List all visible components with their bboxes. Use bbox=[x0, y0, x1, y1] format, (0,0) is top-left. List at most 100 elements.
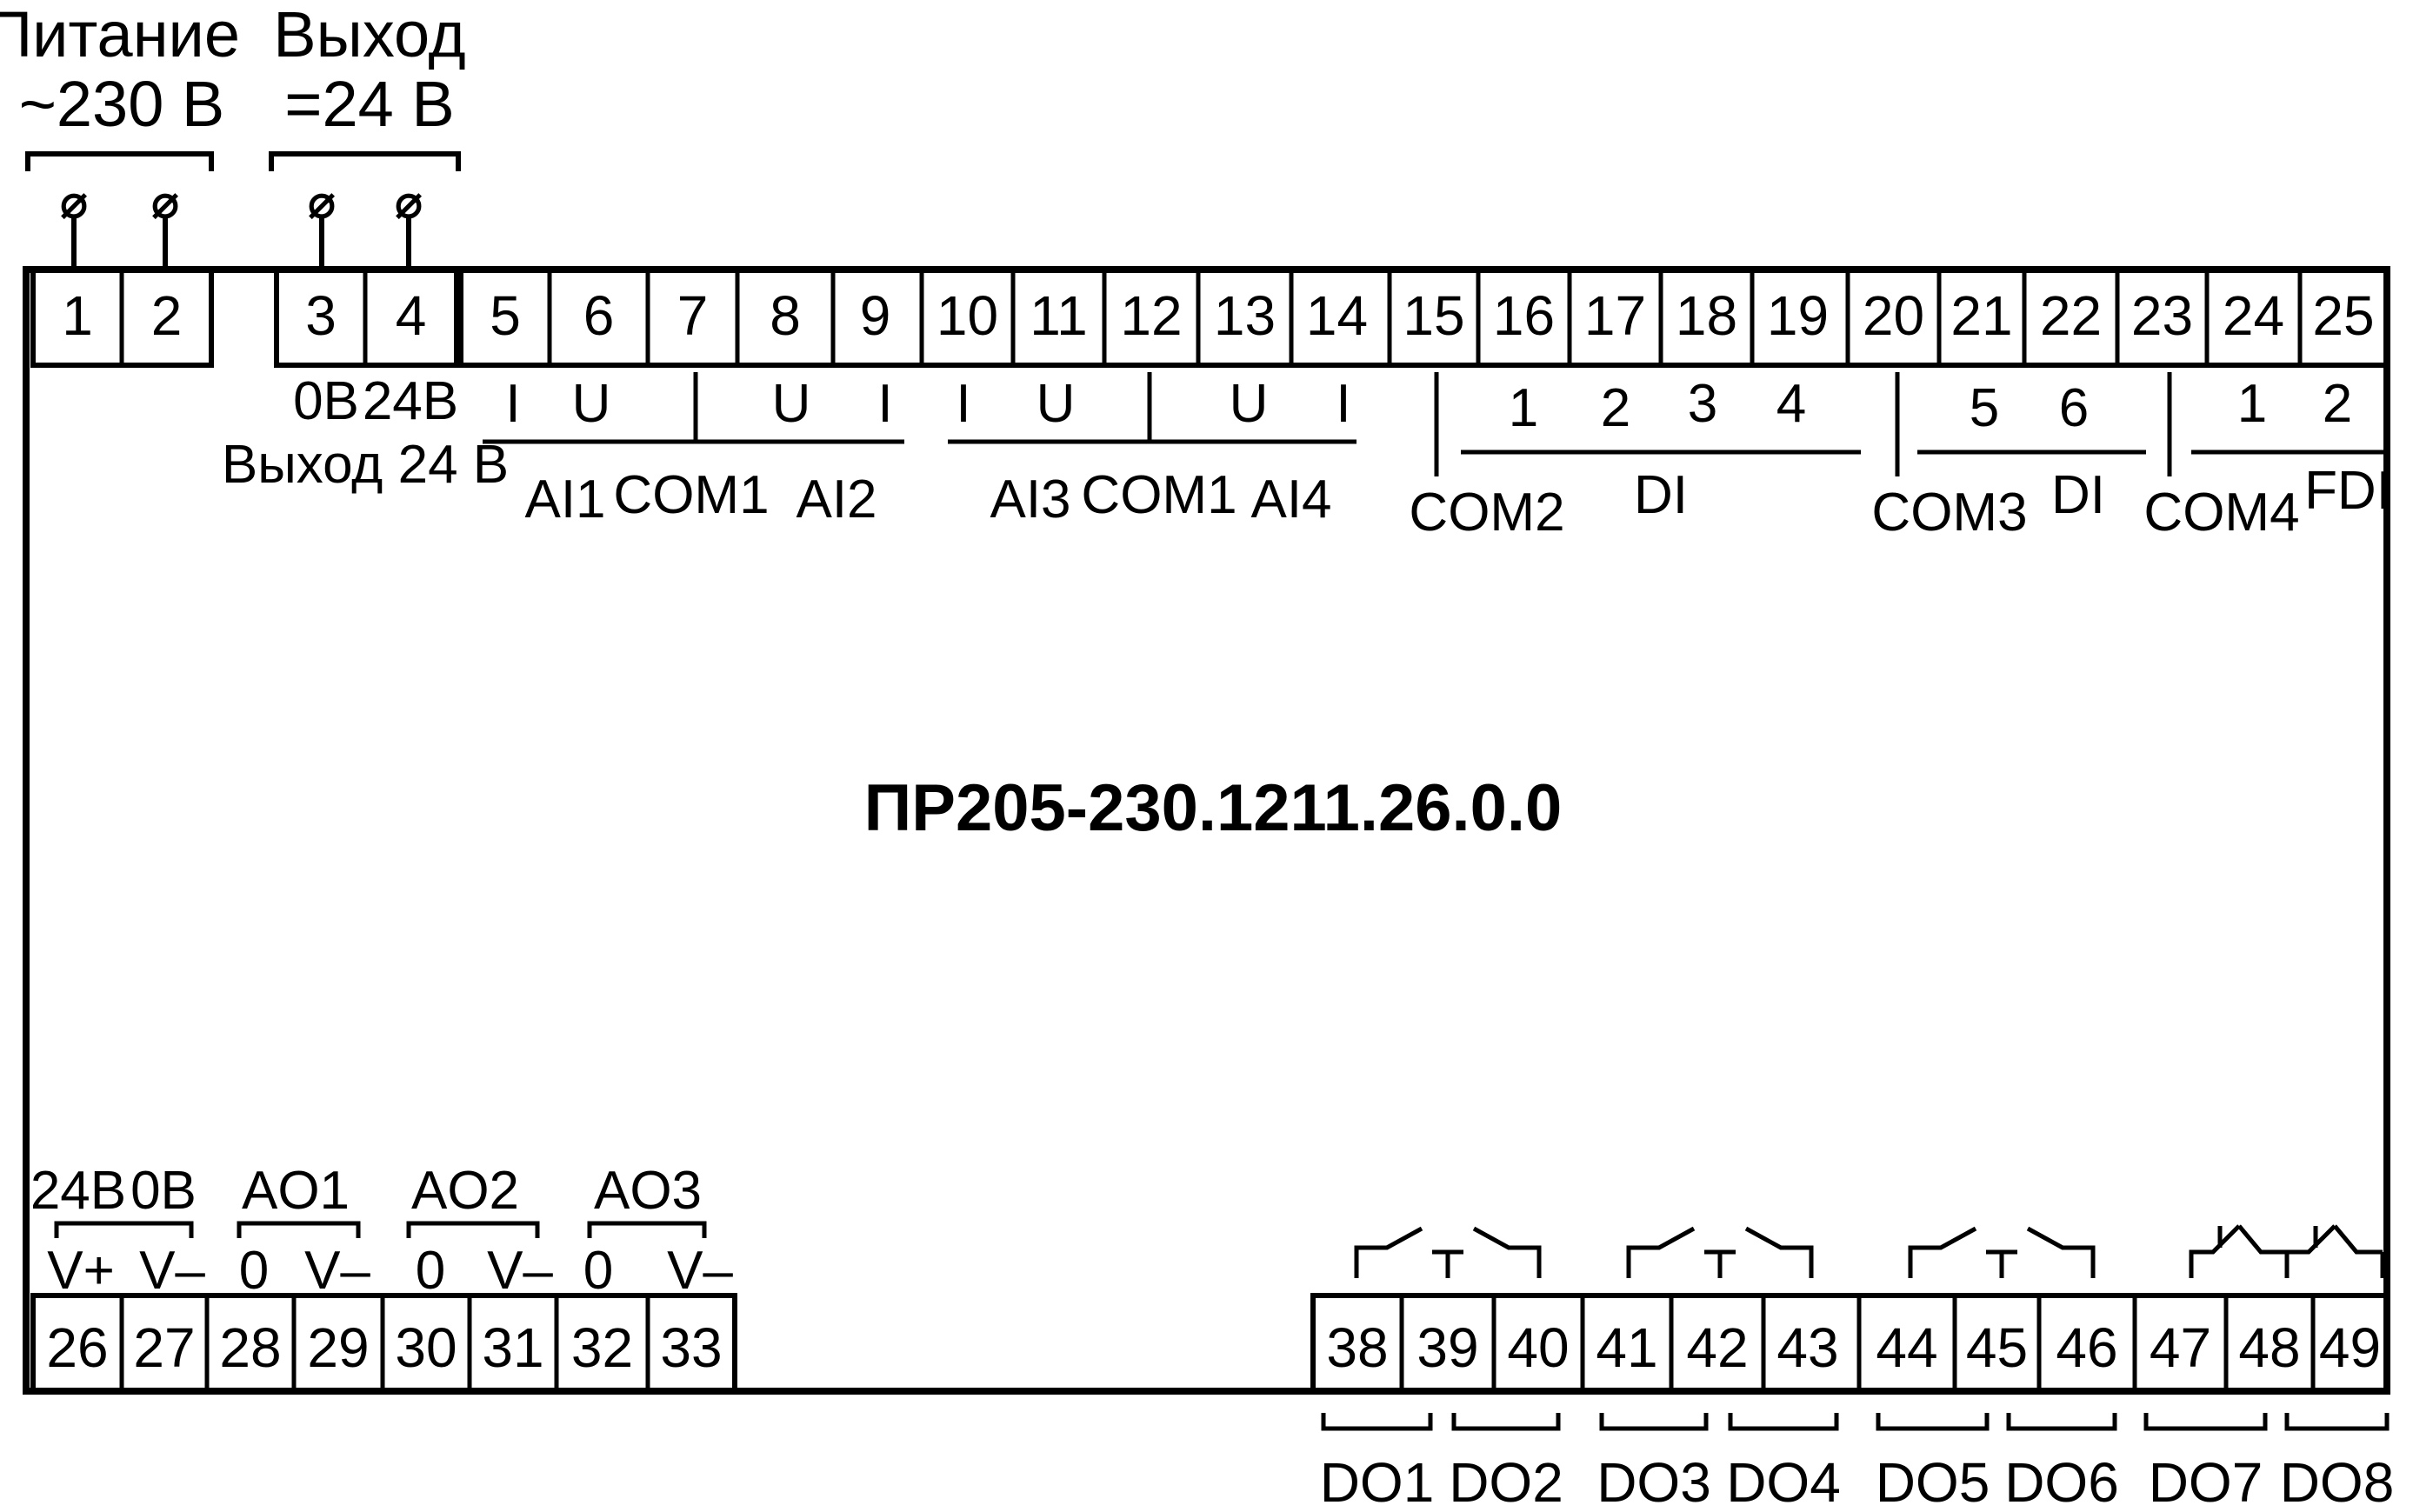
relay-symbols bbox=[1354, 1224, 2385, 1278]
terminal-number: 12 bbox=[1120, 284, 1182, 347]
terminal-number: 49 bbox=[2319, 1316, 2381, 1379]
do-label: DO5 bbox=[1876, 1451, 1990, 1512]
terminal-number: 27 bbox=[133, 1316, 195, 1379]
di-group1-lines bbox=[1434, 372, 1861, 476]
terminal-number: 25 bbox=[2312, 284, 2374, 347]
terminal-number: 20 bbox=[1863, 284, 1924, 347]
com4-label: COM4 bbox=[2143, 483, 2299, 543]
ai1-pin-u: U bbox=[572, 374, 611, 434]
terminal-number: 15 bbox=[1403, 284, 1464, 347]
ai3-pin-i: I bbox=[956, 374, 970, 434]
do-label: DO6 bbox=[2004, 1451, 2119, 1512]
power-connector bbox=[25, 151, 461, 271]
do-bracket bbox=[2284, 1413, 2390, 1431]
terminal-number: 43 bbox=[1776, 1316, 1838, 1379]
do-brackets bbox=[1321, 1413, 2390, 1431]
do-bracket bbox=[1321, 1413, 1433, 1431]
output-value: =24 В bbox=[284, 68, 454, 140]
bottom-right-terminal-box bbox=[1310, 1293, 2390, 1394]
screw-icon: ⌀ bbox=[151, 177, 178, 228]
terminal-number: 5 bbox=[490, 284, 521, 347]
ai2-pin-i: I bbox=[877, 374, 892, 434]
terminal-number: 24 bbox=[2223, 284, 2284, 347]
ai2-pin-u: U bbox=[772, 374, 811, 434]
terminal-number: 32 bbox=[571, 1316, 633, 1379]
di1-number: 1 bbox=[1509, 378, 1538, 438]
do-label: DO8 bbox=[2280, 1451, 2395, 1512]
do-bracket bbox=[1599, 1413, 1709, 1431]
terminal-number: 39 bbox=[1416, 1316, 1478, 1379]
di5-number: 5 bbox=[1970, 378, 1999, 438]
terminal-number: 42 bbox=[1686, 1316, 1748, 1379]
terminal-number: 7 bbox=[677, 284, 709, 347]
terminal-number: 45 bbox=[1966, 1316, 2028, 1379]
ai3-pin-u: U bbox=[1037, 374, 1076, 434]
terminal-number: 29 bbox=[307, 1316, 369, 1379]
terminal-number: 9 bbox=[860, 284, 891, 347]
terminal-number: 8 bbox=[770, 284, 801, 347]
terminal-number: 26 bbox=[46, 1316, 108, 1379]
terminal-number: 41 bbox=[1596, 1316, 1657, 1379]
output24-zero-label: 0В bbox=[293, 371, 359, 431]
com2-label: COM2 bbox=[1409, 483, 1564, 543]
terminal-number: 48 bbox=[2238, 1316, 2300, 1379]
terminal-number: 4 bbox=[396, 284, 427, 347]
terminal-number: 17 bbox=[1584, 284, 1646, 347]
terminal-number: 1 bbox=[62, 284, 93, 347]
ai3-label: AI3 bbox=[990, 470, 1070, 530]
di4-number: 4 bbox=[1776, 374, 1806, 434]
do-label: DO4 bbox=[1726, 1451, 1841, 1512]
fdi1-number: 1 bbox=[2237, 374, 2267, 434]
bottom-24v-label: 24В bbox=[30, 1161, 126, 1221]
ai4-pin-u: U bbox=[1230, 374, 1269, 434]
ao1-pin0: 0 bbox=[239, 1241, 269, 1301]
ao2-pin0: 0 bbox=[416, 1241, 445, 1301]
do-bracket bbox=[2143, 1413, 2268, 1431]
terminal-number: 13 bbox=[1214, 284, 1276, 347]
terminal-number: 14 bbox=[1306, 284, 1368, 347]
model-title: ПР205-230.1211.26.0.0 bbox=[864, 771, 1563, 845]
terminal-number: 28 bbox=[219, 1316, 281, 1379]
bottom-brackets bbox=[54, 1221, 707, 1238]
terminal-number: 22 bbox=[2040, 284, 2102, 347]
output24-plus-label: 24В bbox=[363, 371, 458, 431]
terminal-number: 6 bbox=[583, 284, 615, 347]
fdi2-number: 2 bbox=[2323, 374, 2352, 434]
terminal-number: 19 bbox=[1767, 284, 1829, 347]
fdi-label: FDI bbox=[2304, 461, 2391, 521]
di2-number: 2 bbox=[1601, 378, 1630, 438]
di-group2-lines bbox=[1895, 372, 2146, 476]
terminal-number: 46 bbox=[2056, 1316, 2117, 1379]
output24-caption: Выход 24 В bbox=[222, 435, 509, 495]
terminal-number: 47 bbox=[2150, 1316, 2211, 1379]
ao1-label: AO1 bbox=[242, 1161, 350, 1221]
ai1-label: AI1 bbox=[524, 470, 605, 530]
do-bracket bbox=[2006, 1413, 2117, 1431]
terminal-number: 18 bbox=[1676, 284, 1737, 347]
do-bracket bbox=[1728, 1413, 1839, 1431]
terminal-number: 11 bbox=[1030, 284, 1087, 347]
terminal-number: 21 bbox=[1950, 284, 2012, 347]
ao2-pin1: V– bbox=[487, 1241, 553, 1301]
di-group2-label: DI bbox=[2051, 465, 2105, 525]
ao3-pin0: 0 bbox=[583, 1241, 613, 1301]
terminal-number: 10 bbox=[937, 284, 998, 347]
screw-icon: ⌀ bbox=[60, 177, 87, 228]
screw-icon: ⌀ bbox=[395, 177, 422, 228]
do-label: DO3 bbox=[1596, 1451, 1711, 1512]
ao1-pin1: V– bbox=[304, 1241, 370, 1301]
terminal-number: 3 bbox=[305, 284, 337, 347]
do-label: DO1 bbox=[1320, 1451, 1435, 1512]
do-bracket bbox=[1451, 1413, 1561, 1431]
di6-number: 6 bbox=[2059, 378, 2089, 438]
vplus-label: V+ bbox=[47, 1241, 115, 1301]
com1-label: COM1 bbox=[613, 465, 769, 525]
terminal-number: 40 bbox=[1507, 1316, 1569, 1379]
di-group1-label: DI bbox=[1634, 465, 1688, 525]
output-title: Выход bbox=[273, 0, 465, 70]
ai4-pin-i: I bbox=[1336, 374, 1350, 434]
